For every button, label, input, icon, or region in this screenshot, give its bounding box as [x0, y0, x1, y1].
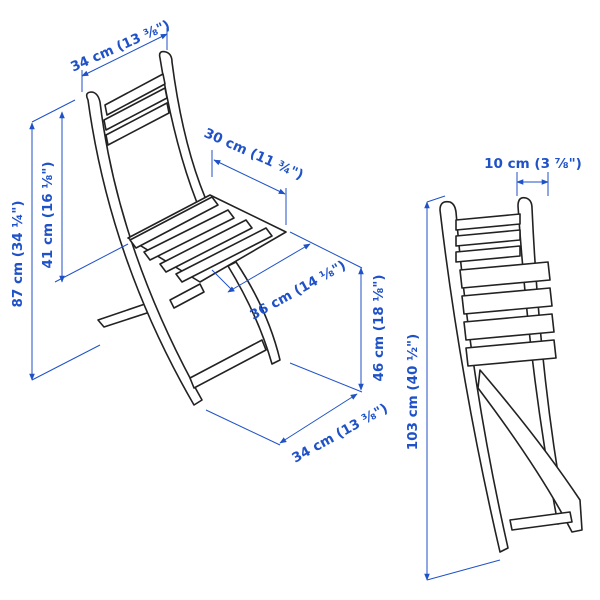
folded-depth-label: 10 cm (3 ⅞") [484, 156, 582, 172]
dimension-lines [29, 28, 549, 581]
total-height-label: 87 cm (34 ¼") [10, 200, 26, 307]
seat-depth-label: 30 cm (11 ¾") [201, 125, 305, 183]
base-width-label: 34 cm (13 ⅜") [289, 401, 390, 467]
folded-chair-illustration [439, 196, 583, 553]
back-width-label: 34 cm (13 ⅜") [68, 17, 172, 75]
folded-height-label: 103 cm (40 ½") [405, 334, 421, 450]
seat-width-label: 36 cm (14 ⅛") [247, 258, 348, 324]
seat-height-label: 46 cm (18 ⅛") [371, 274, 387, 381]
unfolded-chair-illustration [85, 50, 287, 406]
back-height-label: 41 cm (16 ⅛") [40, 161, 56, 268]
